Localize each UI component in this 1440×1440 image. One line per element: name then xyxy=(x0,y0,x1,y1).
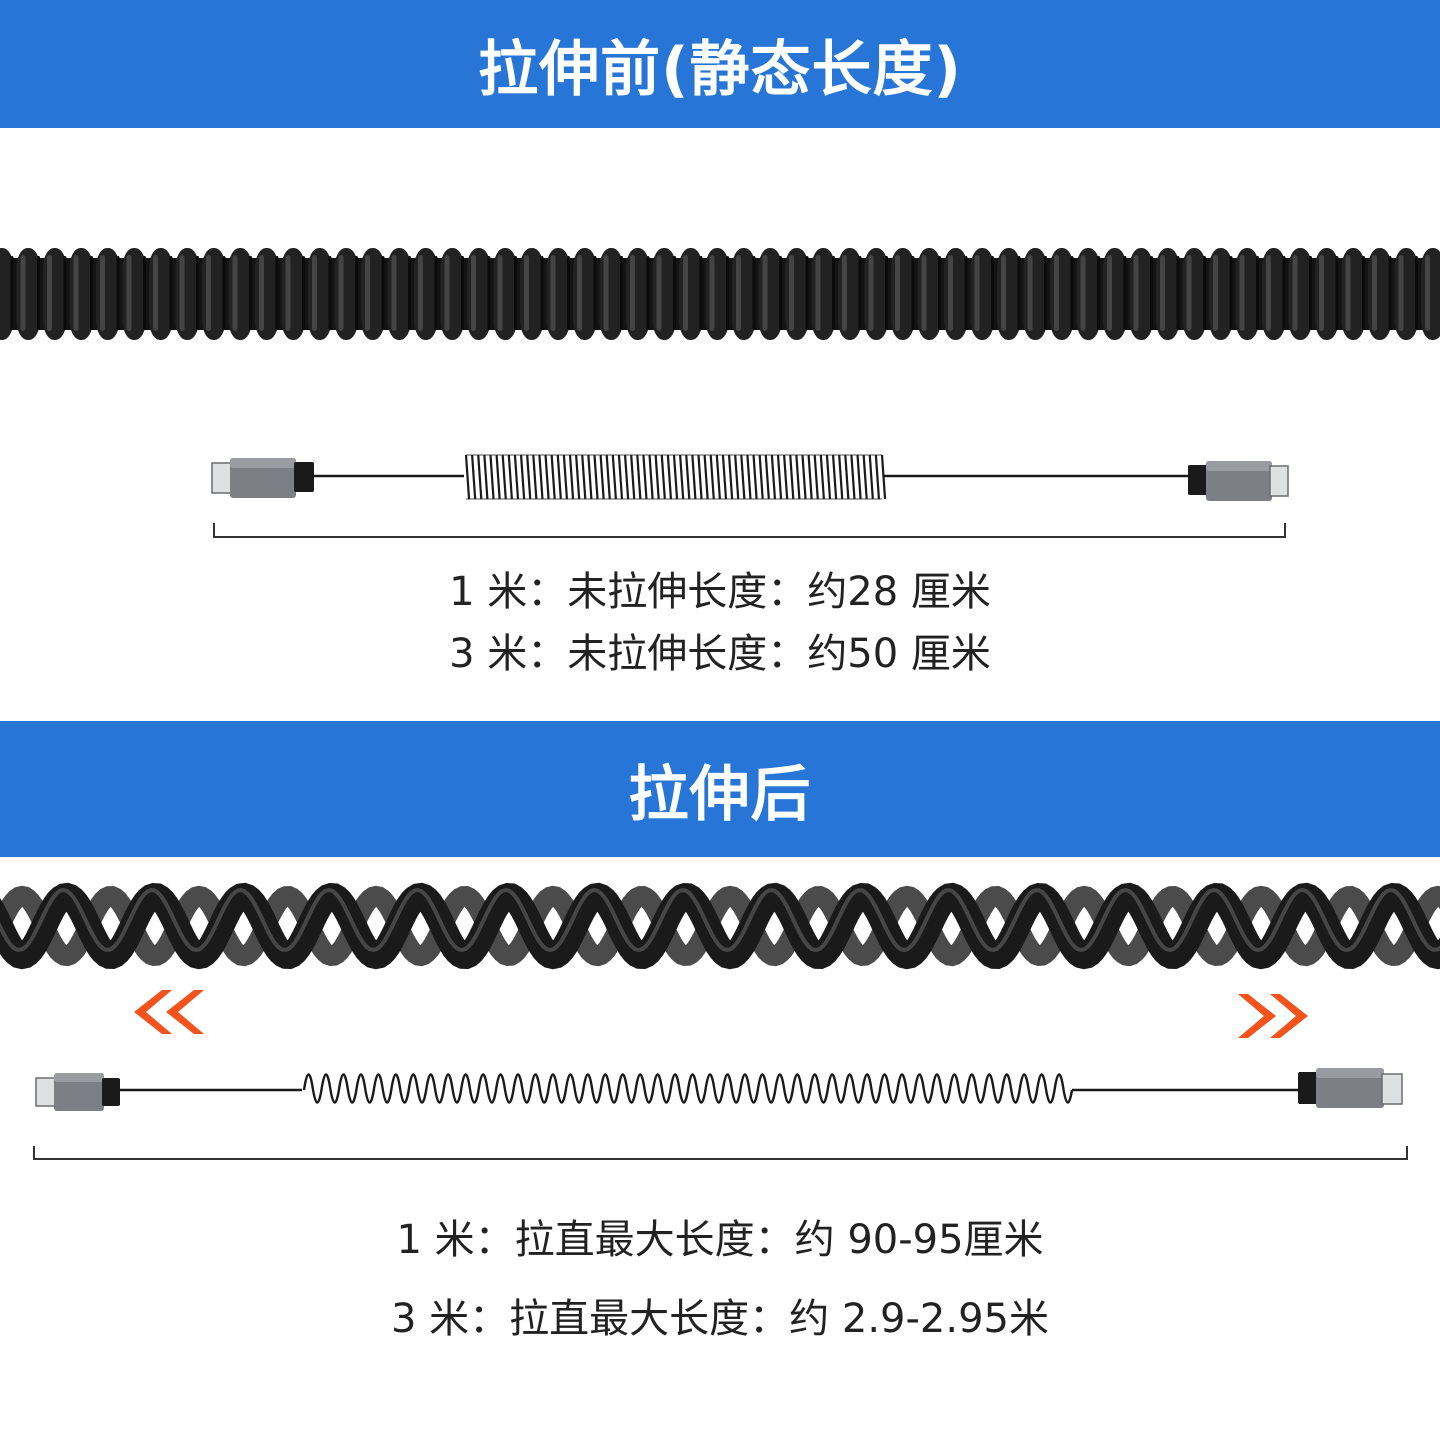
caption-after-3m: 3 米：拉直最大长度：约 2.9-2.95米 xyxy=(391,1296,1049,1342)
caption-before-1m: 1 米：未拉伸长度：约28 厘米 xyxy=(449,569,991,615)
right-connector-icon xyxy=(1188,461,1289,501)
caption-after-1m: 1 米：拉直最大长度：约 90-95厘米 xyxy=(396,1217,1044,1263)
caption-before-3m: 3 米：未拉伸长度：约50 厘米 xyxy=(449,631,991,677)
banner-before: 拉伸前(静态长度) xyxy=(0,0,1440,128)
length-bracket-after xyxy=(33,1146,1408,1160)
small-coil-spring xyxy=(464,454,887,500)
stretched-coil-image xyxy=(0,882,1440,970)
banner-after-title: 拉伸后 xyxy=(628,759,812,830)
tight-coil-image xyxy=(0,248,1440,340)
banner-after: 拉伸后 xyxy=(0,721,1440,857)
banner-before-title: 拉伸前(静态长度) xyxy=(478,34,962,105)
double-chevron-left-icon xyxy=(134,990,204,1034)
double-chevron-right-icon xyxy=(1238,994,1308,1038)
left-connector-icon-stretched xyxy=(35,1073,120,1111)
length-bracket-before xyxy=(213,523,1286,538)
left-connector-icon xyxy=(211,458,314,498)
small-stretched-spring xyxy=(302,1073,1074,1104)
right-connector-icon-stretched xyxy=(1298,1068,1403,1108)
